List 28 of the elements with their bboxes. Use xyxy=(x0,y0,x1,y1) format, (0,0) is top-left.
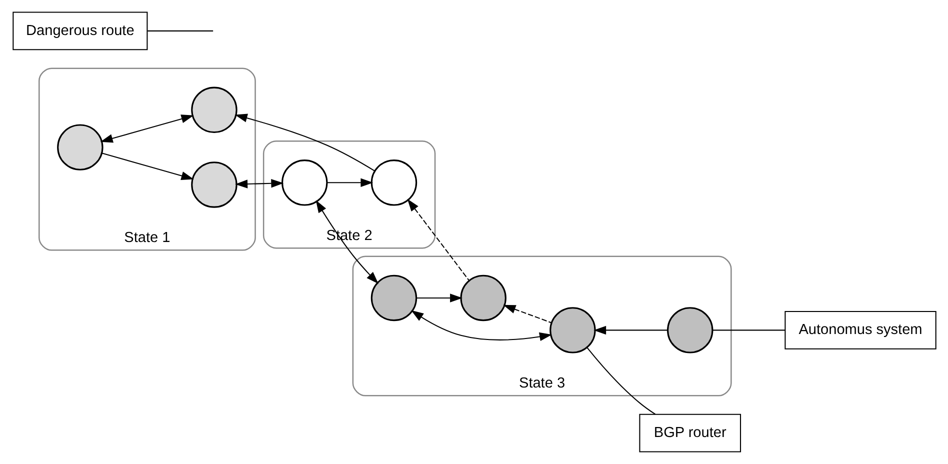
arrow xyxy=(234,114,374,172)
node-box: BGP router xyxy=(638,414,741,452)
node-circle xyxy=(281,160,328,206)
node-box: Dangerous route xyxy=(12,12,148,50)
node-circle xyxy=(370,160,417,206)
arrow xyxy=(593,326,668,335)
arrow xyxy=(100,114,194,143)
cluster: State 1 xyxy=(38,68,256,251)
arrow xyxy=(315,200,378,284)
arrow xyxy=(410,310,552,342)
node-circle xyxy=(460,274,506,322)
arrow xyxy=(326,178,373,188)
cluster: State 3 xyxy=(352,256,732,396)
arrow xyxy=(101,152,194,180)
arrow xyxy=(416,294,462,302)
node-circle xyxy=(56,124,103,170)
node-circle xyxy=(666,307,713,354)
node-circle xyxy=(549,307,596,354)
arrow xyxy=(502,304,552,324)
connector xyxy=(586,347,656,415)
arrow xyxy=(234,179,284,188)
node-circle xyxy=(190,86,237,134)
node-circle xyxy=(370,274,417,322)
node-circle xyxy=(190,162,237,208)
arrow xyxy=(406,198,470,281)
connector xyxy=(147,30,213,32)
node-box: Autonomus system xyxy=(784,310,936,350)
connector xyxy=(712,330,784,331)
